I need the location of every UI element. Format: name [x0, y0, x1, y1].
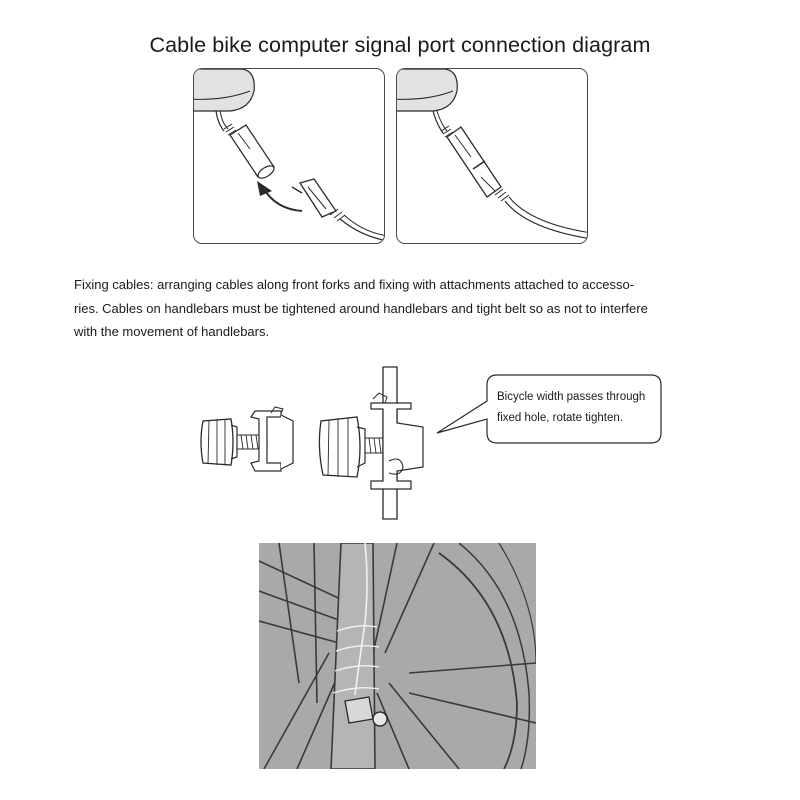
insert-arrow-head	[257, 181, 272, 196]
callout-bubble	[436, 374, 662, 444]
wheel-rim-outer	[458, 543, 531, 769]
cable-lower-outline	[508, 196, 587, 233]
joined-connector	[446, 126, 502, 198]
plug-line	[307, 186, 327, 210]
computer-unit-edge	[194, 90, 251, 100]
connected-connector-illustration	[397, 69, 587, 239]
cable-lower-outline	[343, 214, 384, 236]
cable-upper-outline	[436, 110, 448, 132]
sensor-mount-diagram	[200, 366, 662, 520]
cable-upper	[432, 110, 444, 134]
connector-line	[454, 134, 472, 158]
fork-blade	[330, 543, 376, 769]
spoke-magnet	[372, 711, 388, 727]
description-line-3: with the movement of handlebars.	[74, 324, 270, 339]
wheel-spokes	[259, 543, 536, 769]
cable-lower	[504, 200, 587, 239]
cable-upper-outline	[219, 110, 229, 130]
sensor-clamp-bracket	[250, 406, 294, 472]
speed-sensor	[344, 696, 374, 724]
diagram-title: Cable bike computer signal port connecti…	[149, 33, 651, 57]
insert-arrow-shaft	[263, 188, 303, 212]
plug-ridges	[494, 188, 510, 202]
computer-unit	[397, 69, 458, 112]
tire-edge	[498, 543, 536, 664]
disconnected-connector-illustration	[194, 69, 384, 241]
panel-connected	[396, 68, 588, 244]
description-line-1: Fixing cables: arranging cables along fr…	[74, 277, 635, 292]
description-line-2: ries. Cables on handlebars must be tight…	[74, 300, 648, 316]
cable-upper	[215, 110, 225, 132]
plug-ridges	[329, 208, 346, 222]
cable-ridges	[440, 125, 454, 138]
plug-pin	[291, 186, 303, 194]
assembled-clamp	[370, 392, 424, 490]
thumb-screw-knob	[200, 418, 238, 466]
panel-disconnected	[193, 68, 385, 244]
socket-opening	[257, 165, 275, 179]
cable-lower	[339, 218, 384, 241]
callout-line-1: Bicycle width passes through	[497, 391, 646, 403]
cable-ridges	[223, 123, 237, 136]
fixing-cables-description: Fixing cables: arranging cables along fr…	[74, 273, 734, 344]
connector-joint	[472, 160, 486, 170]
sensor-cable	[354, 543, 368, 696]
connector-line-2	[480, 176, 496, 192]
installed-sensor-photo	[259, 543, 536, 769]
computer-unit-edge	[397, 90, 454, 100]
wheel-rim	[438, 552, 518, 769]
socket-line	[237, 132, 251, 150]
male-plug	[298, 178, 337, 218]
assembled-knob	[318, 416, 366, 478]
computer-unit	[194, 69, 255, 112]
callout-line-2: fixed hole, rotate tighten.	[497, 412, 623, 424]
fork-wheel-illustration	[259, 543, 536, 769]
callout-text: Bicycle width passes through fixed hole,…	[497, 387, 662, 429]
cable-ties	[332, 625, 380, 694]
